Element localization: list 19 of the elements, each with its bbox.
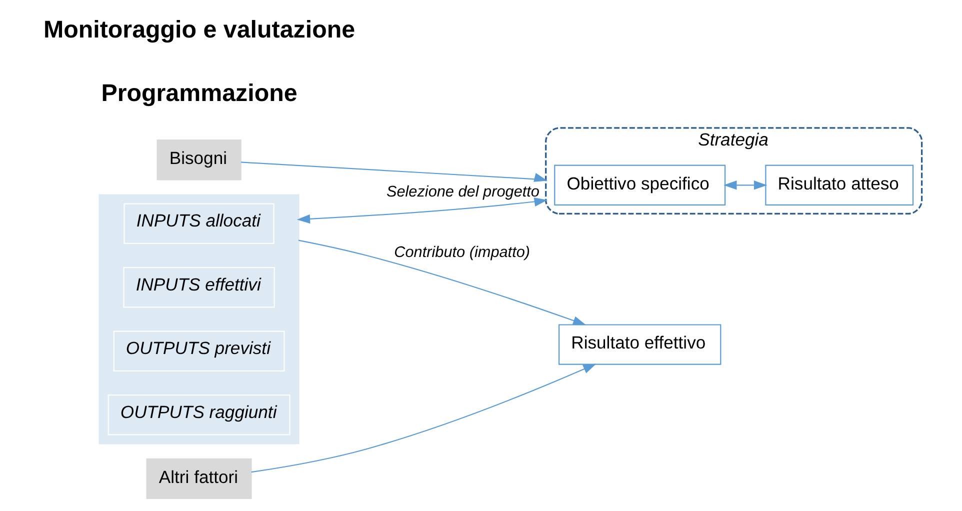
node-box: INPUTS effettivi: [123, 267, 275, 308]
arrow: [296, 197, 548, 224]
node-box: INPUTS allocati: [124, 203, 274, 244]
node-box: OUTPUTS previsti: [113, 330, 285, 372]
node-box: Risultato effettivo: [558, 324, 722, 365]
label: Programmazione: [101, 80, 298, 108]
cluster: [98, 194, 300, 444]
arrow: [251, 364, 596, 473]
arrow: [724, 180, 768, 190]
edge-label: Selezione del progetto: [386, 183, 540, 200]
node-box: OUTPUTS raggiunti: [108, 394, 290, 436]
node-box: Altri fattori: [146, 458, 252, 499]
arrow: [298, 240, 586, 326]
node-box: Obiettivo specifico: [554, 164, 726, 206]
edge-label: Contributo (impatto): [394, 244, 530, 261]
label: Monitoraggio e valutazione: [43, 16, 356, 44]
node-box: Bisogni: [156, 140, 242, 180]
node-box: Risultato atteso: [765, 164, 914, 206]
arrow: [240, 162, 548, 182]
